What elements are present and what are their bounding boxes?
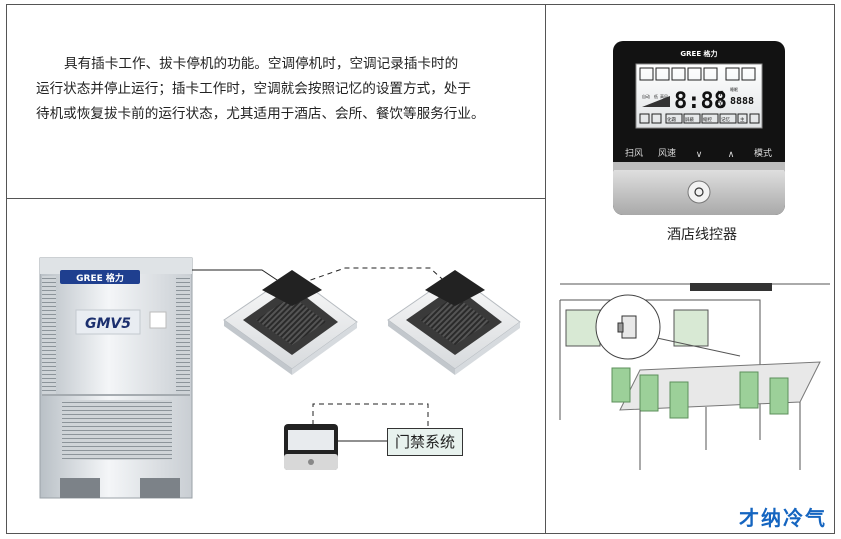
- power-button[interactable]: [687, 180, 711, 204]
- hotel-room-scene: [559, 283, 830, 470]
- lcd-chip-shield: 屏蔽: [685, 116, 694, 123]
- lcd-label-high: 高风: [660, 93, 668, 99]
- lcd-label-sleep: 睡眠: [730, 86, 738, 92]
- horizontal-divider: [6, 198, 546, 199]
- cassette-unit-left: [223, 270, 358, 375]
- lcd-temperature: 8:88: [674, 89, 727, 114]
- desc-line-1: 具有插卡工作、拔卡停机的功能。空调停机时，空调记录插卡时的: [64, 56, 459, 72]
- small-wired-controller: [284, 424, 338, 470]
- cassette-unit-right: [387, 270, 521, 375]
- fan-level-bar: [642, 96, 670, 107]
- lcd-unit-f: ℉: [717, 90, 724, 98]
- feature-description: 具有插卡工作、拔卡停机的功能。空调停机时，空调记录插卡时的 运行状态并停止运行；…: [36, 52, 526, 127]
- outdoor-unit: GREE 格力 GMV5: [39, 257, 193, 499]
- lcd-label-low: 低: [654, 93, 658, 99]
- lcd-chip-memory: 记忆: [721, 116, 730, 123]
- lcd-unit-c: ℃: [717, 100, 725, 108]
- controller-btn-swing[interactable]: 扫风: [625, 147, 643, 159]
- hotel-wired-controller: GREE 格力 自动 低 高风 8:88 ℉ ℃ 睡眠 8888 化霜 屏蔽 缩…: [613, 41, 785, 215]
- lcd-mode-icons: [639, 67, 756, 81]
- controller-btn-up[interactable]: ∧: [728, 150, 735, 160]
- lcd-chip-main: 主: [740, 116, 745, 123]
- desc-line-3: 待机或恢复拔卡前的运行状态，尤其适用于酒店、会所、餐饮等服务行业。: [36, 106, 485, 122]
- lcd-chip-remote: 缩控: [703, 116, 712, 123]
- controller-btn-fanspeed[interactable]: 风速: [658, 148, 676, 159]
- vertical-divider: [545, 4, 546, 534]
- controller-brand: GREE 格力: [680, 49, 717, 58]
- controller-btn-mode[interactable]: 模式: [754, 147, 772, 159]
- outer-frame: [6, 4, 835, 534]
- lcd-digits: 8888: [730, 96, 754, 107]
- wiring: [192, 267, 453, 442]
- lcd-chip-defrost: 化霜: [667, 116, 676, 123]
- watermark: 才纳冷气: [739, 506, 827, 530]
- outdoor-brand-logo: GREE 格力: [76, 272, 124, 284]
- door-access-system-box: 门禁系统: [387, 428, 463, 456]
- lcd-label-auto: 自动: [642, 93, 650, 99]
- controller-caption: 酒店线控器: [667, 227, 737, 243]
- controller-btn-down[interactable]: ∨: [696, 150, 703, 160]
- gmv5-logo: GMV5: [85, 316, 131, 332]
- power-icon: [694, 187, 704, 197]
- desc-line-2: 运行状态并停止运行；插卡工作时，空调就会按照记忆的设置方式，处于: [36, 81, 471, 97]
